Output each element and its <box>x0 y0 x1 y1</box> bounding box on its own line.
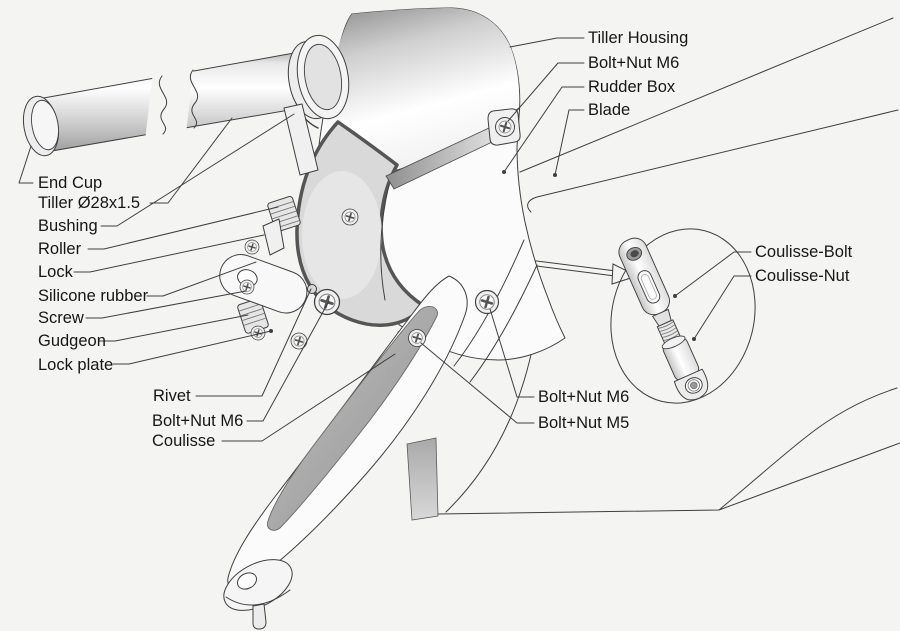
rivet-pin <box>307 284 317 294</box>
label-tiller-housing: Tiller Housing <box>588 29 688 47</box>
leader-blade <box>554 109 585 176</box>
label-silicone-rubber: Silicone rubber <box>38 287 149 305</box>
label-bolt-nut-m6-top: Bolt+Nut M6 <box>588 54 679 72</box>
bolt-slot <box>637 270 661 304</box>
housing-cylinder-shading <box>324 8 520 177</box>
label-bushing: Bushing <box>38 217 98 235</box>
leader-bushing <box>100 113 295 227</box>
label-coulisse: Coulisse <box>152 432 215 450</box>
leader-lines <box>18 37 752 442</box>
coulisse-nut-detail <box>661 335 709 401</box>
coulisse-foot <box>223 559 293 630</box>
leader-bolt-nut-m6-top <box>507 62 585 122</box>
leader-tiller <box>149 117 233 204</box>
leader-rudder-box <box>503 86 585 173</box>
tube-break <box>145 64 198 141</box>
leader-bolt-nut-m5 <box>420 342 535 424</box>
tiller-strap <box>283 103 319 176</box>
label-bolt-nut-m5: Bolt+Nut M5 <box>538 414 629 432</box>
label-screw: Screw <box>38 309 84 327</box>
leader-end-cup <box>18 145 34 184</box>
detail-arrow-head <box>611 263 639 285</box>
phillips-screw-bolt-m6-right <box>474 289 500 315</box>
phillips-screw-bolt-m6 <box>313 288 341 316</box>
phillips-screw <box>244 239 260 255</box>
label-rudder-box: Rudder Box <box>588 78 676 96</box>
label-lock: Lock <box>38 263 74 281</box>
phillips-screw <box>341 208 359 226</box>
label-blade: Blade <box>588 101 630 119</box>
leader-coulisse-bolt <box>674 251 752 297</box>
coulisse-foot-pin <box>252 603 267 630</box>
label-rivet: Rivet <box>153 387 191 405</box>
coulisse-arm <box>223 275 468 630</box>
leader-lock-plate <box>112 330 272 365</box>
label-coulisse-bolt: Coulisse-Bolt <box>755 243 853 261</box>
leader-coulisse <box>221 353 396 442</box>
label-roller: Roller <box>38 240 82 258</box>
label-tiller: Tiller Ø28x1.5 <box>38 194 140 212</box>
leader-rivet <box>195 288 312 397</box>
bushing-collar <box>287 34 350 120</box>
label-gudgeon: Gudgeon <box>38 332 106 350</box>
labels-layer: Tiller Housing Bolt+Nut M6 Rudder Box Bl… <box>38 29 853 450</box>
label-end-cup: End Cup <box>38 174 102 192</box>
end-cup-part <box>22 95 60 157</box>
leader-gudgeon <box>98 314 249 342</box>
coulisse-slot <box>266 305 438 531</box>
label-bolt-nut-m6-mid: Bolt+Nut M6 <box>152 412 243 430</box>
tiller-housing-body <box>287 7 566 383</box>
blade-foot-shading <box>406 437 439 521</box>
leader-bolt-nut-m6-right <box>489 308 535 398</box>
leader-roller <box>87 206 279 250</box>
phillips-screw <box>290 332 308 350</box>
leader-tiller-housing <box>509 37 585 48</box>
leader-silicone-rubber <box>146 261 257 297</box>
leader-coulisse-nut <box>693 275 752 340</box>
leader-screw <box>85 290 247 319</box>
detail-ellipse <box>610 228 756 404</box>
label-bolt-nut-m6-right: Bolt+Nut M6 <box>538 388 629 406</box>
leader-lock <box>73 234 265 273</box>
coulisse-bolt-detail <box>618 237 709 401</box>
phillips-screw-bolt-m6-top <box>494 116 516 138</box>
lock-lever <box>262 218 285 256</box>
label-lock-plate: Lock plate <box>38 356 113 374</box>
label-coulisse-nut: Coulisse-Nut <box>755 267 850 285</box>
tiller-tube <box>22 47 325 157</box>
phillips-screw-bolt-m5 <box>407 328 427 348</box>
silicone-rubber-block <box>237 298 269 334</box>
leader-bolt-nut-m6-mid <box>246 300 330 422</box>
